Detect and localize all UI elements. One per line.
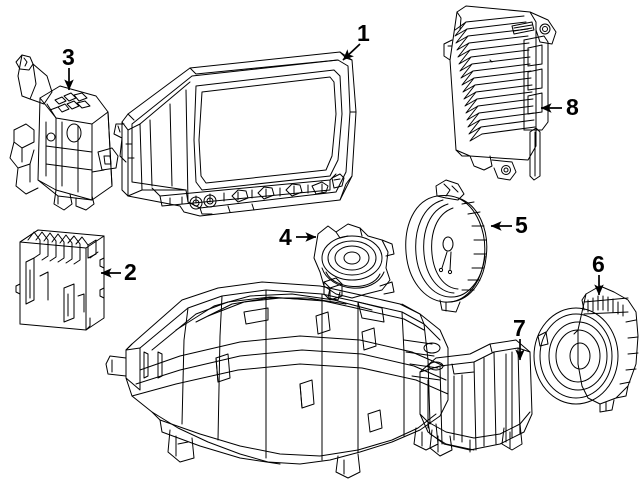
callout-number-7: 7: [513, 315, 526, 341]
part-radio-mounting-bracket: [9, 54, 119, 211]
callout-arrow-1: [342, 43, 361, 61]
callout-number-5: 5: [515, 212, 528, 238]
part-subwoofer-enclosure: [419, 339, 533, 457]
callout-number-2: 2: [124, 259, 137, 285]
part-console-speaker-housing: [105, 281, 449, 479]
callout-number-8: 8: [566, 94, 579, 120]
part-rear-speaker-assembly: [533, 285, 639, 413]
callout-number-3: 3: [62, 44, 75, 70]
callout-number-4: 4: [279, 224, 292, 250]
callout-arrows: [64, 43, 604, 361]
part-audio-amplifier-heatsink-module: [443, 5, 557, 181]
part-radio-display-receiver: [113, 51, 357, 217]
callout-number-6: 6: [592, 251, 605, 277]
part-door-speaker-assembly: [405, 179, 488, 313]
part-instrument-panel-tweeter-speaker: [313, 223, 395, 301]
part-audio-amplifier-module: [15, 229, 105, 331]
callout-number-1: 1: [357, 20, 370, 46]
